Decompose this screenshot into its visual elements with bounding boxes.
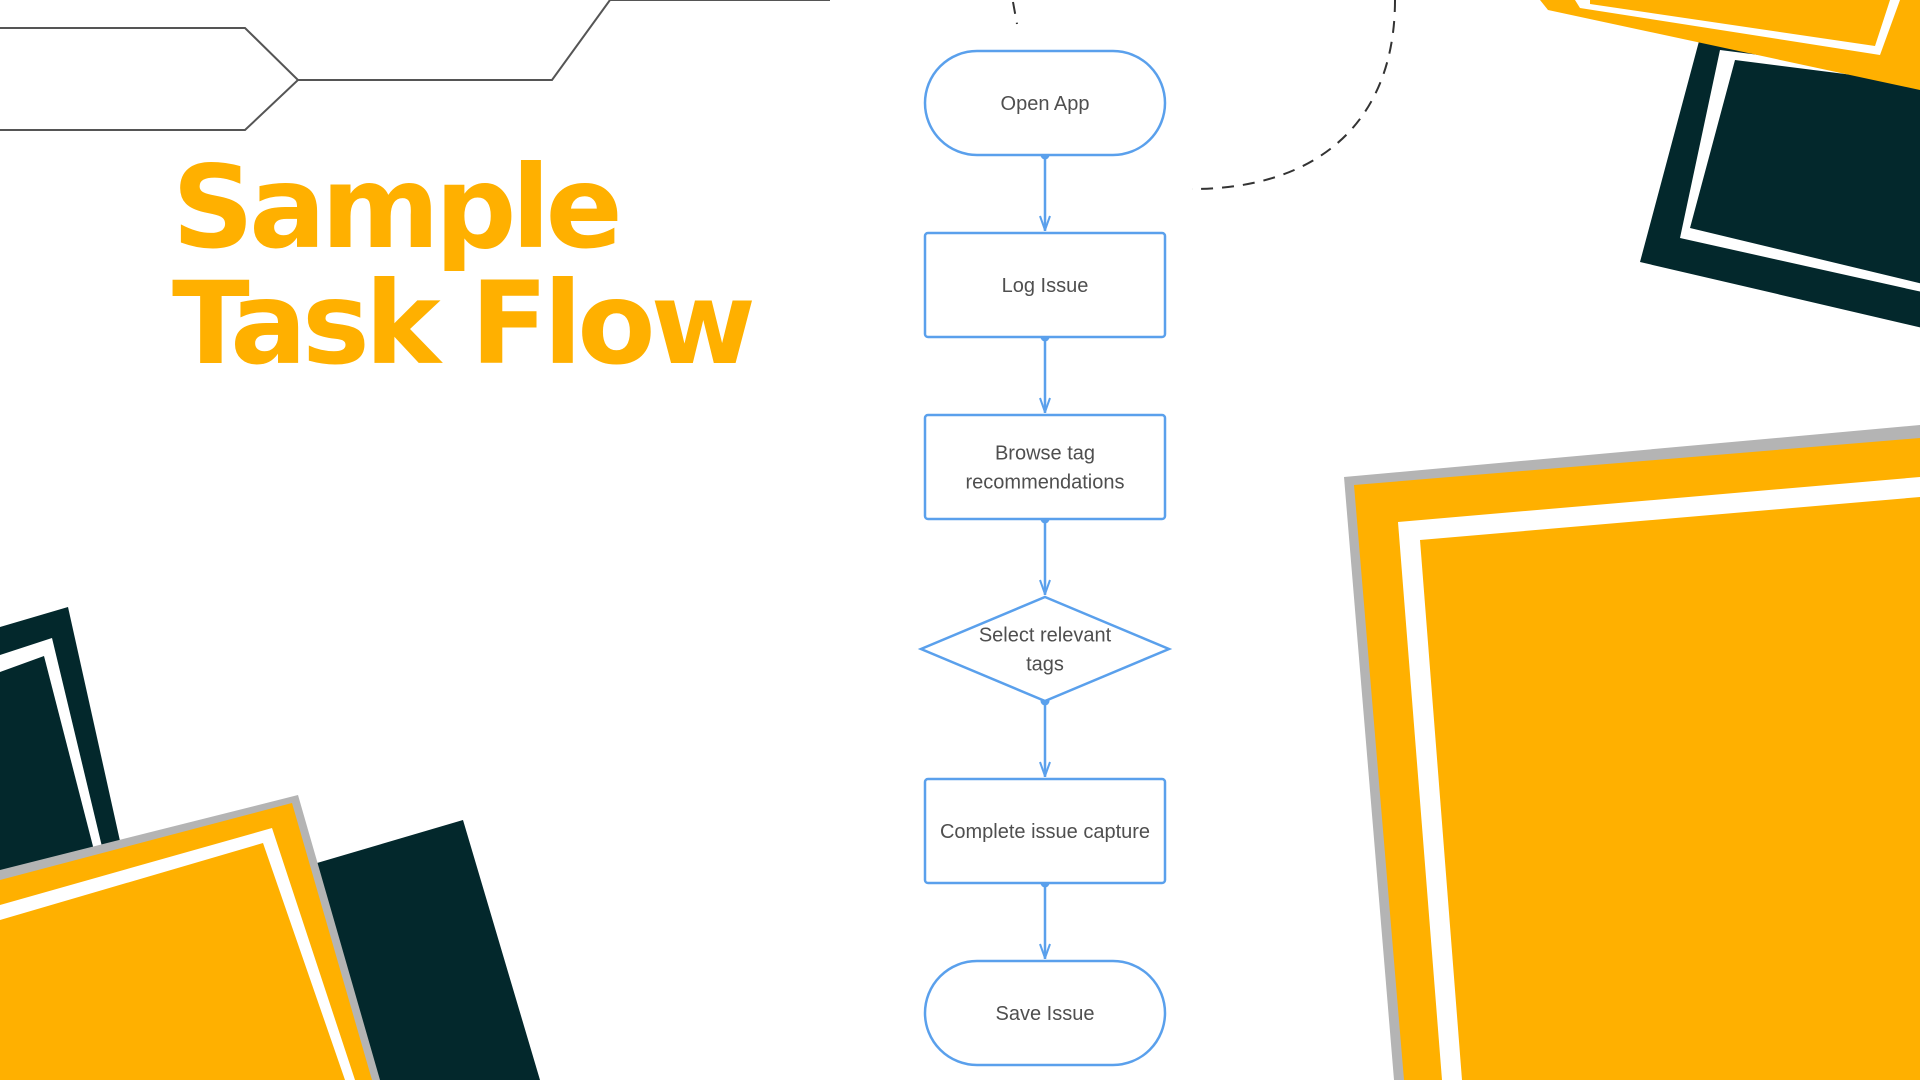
bottom-right-square-decoration — [1344, 425, 1920, 1080]
circuit-line-decoration — [0, 0, 830, 131]
flow-node-shape — [923, 959, 1167, 1067]
bottom-left-squares-decoration — [0, 607, 540, 1080]
flow-connector — [1041, 878, 1050, 959]
slide-title-line-2: Task Flow — [172, 257, 756, 390]
flow-node-shape — [917, 595, 1173, 703]
flow-node-select-tags: Select relevant tags — [917, 595, 1173, 703]
flow-connector — [1041, 150, 1050, 231]
flow-node-save-issue: Save Issue — [923, 959, 1167, 1067]
flow-node-complete-capture: Complete issue capture — [923, 777, 1167, 885]
flow-node-log-issue: Log Issue — [923, 231, 1167, 339]
flow-node-label: Select relevant — [979, 625, 1112, 647]
flow-node-label: Open App — [1001, 93, 1090, 115]
flow-node-open-app: Open App — [923, 49, 1167, 157]
flow-node-shape — [923, 777, 1167, 885]
flow-node-shape — [923, 413, 1167, 521]
slide-title-line-1: Sample — [172, 141, 623, 274]
flow-node-shape — [923, 231, 1167, 339]
top-right-squares-decoration — [1540, 0, 1920, 328]
flow-node-browse-tags: Browse tag recommendations — [923, 413, 1167, 521]
flow-connector — [1041, 332, 1050, 413]
flow-node-label: Log Issue — [1002, 275, 1089, 297]
slide-title: Sample Task Flow — [172, 141, 756, 390]
flow-node-label: Browse tag — [995, 443, 1095, 465]
flow-node-shape — [923, 49, 1167, 157]
flow-connector — [1041, 514, 1050, 595]
flow-node-label: Complete issue capture — [940, 821, 1150, 843]
flow-connector — [1041, 696, 1050, 777]
flow-node-label: Save Issue — [996, 1003, 1095, 1025]
flow-node-label: tags — [1026, 654, 1064, 676]
flow-node-label: recommendations — [966, 472, 1125, 494]
dashed-arc-decoration — [1012, 0, 1396, 190]
